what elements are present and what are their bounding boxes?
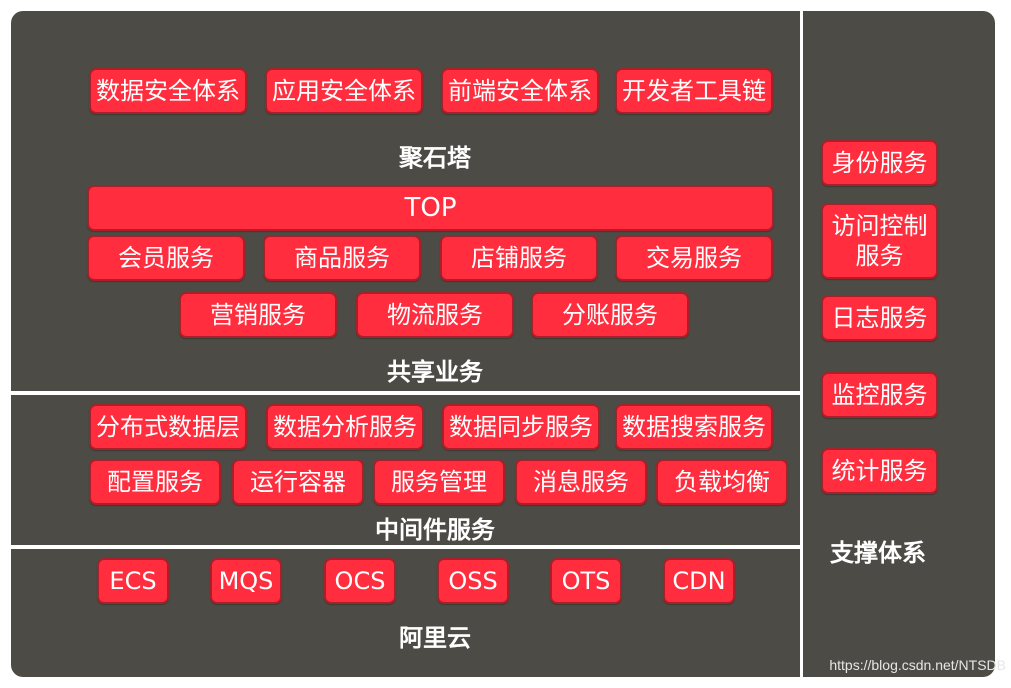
logistics-service-box: 物流服务	[356, 292, 514, 338]
member-service-box: 会员服务	[87, 235, 245, 281]
store-service-box: 店铺服务	[440, 235, 598, 281]
data-search-service-box: 数据搜索服务	[615, 404, 773, 450]
top-bar: TOP	[87, 185, 774, 231]
gemstone-tower-label: 聚石塔	[399, 144, 471, 172]
support-system-label: 支撑体系	[830, 539, 926, 567]
support-panel	[803, 11, 995, 677]
mqs-box: MQS	[210, 558, 282, 604]
access-control-service-box: 访问控制服务	[821, 203, 938, 279]
config-service-box: 配置服务	[89, 459, 221, 505]
middleware-label: 中间件服务	[375, 516, 495, 544]
watermark: https://blog.csdn.net/NTSDB	[829, 657, 1006, 673]
dev-toolchain-box: 开发者工具链	[615, 68, 773, 114]
split-account-service-box: 分账服务	[531, 292, 689, 338]
aliyun-label: 阿里云	[399, 624, 471, 652]
data-sync-service-box: 数据同步服务	[442, 404, 600, 450]
data-analysis-service-box: 数据分析服务	[266, 404, 424, 450]
shared-business-label: 共享业务	[387, 358, 483, 386]
product-service-box: 商品服务	[263, 235, 421, 281]
runtime-container-box: 运行容器	[232, 459, 364, 505]
stats-service-box: 统计服务	[821, 448, 938, 494]
identity-service-box: 身份服务	[821, 140, 938, 186]
frontend-security-box: 前端安全体系	[441, 68, 599, 114]
trade-service-box: 交易服务	[615, 235, 773, 281]
oss-box: OSS	[437, 558, 509, 604]
distributed-data-layer-box: 分布式数据层	[89, 404, 247, 450]
data-security-box: 数据安全体系	[89, 68, 247, 114]
ocs-box: OCS	[324, 558, 396, 604]
app-security-box: 应用安全体系	[265, 68, 423, 114]
marketing-service-box: 营销服务	[179, 292, 337, 338]
cdn-box: CDN	[663, 558, 735, 604]
ots-box: OTS	[550, 558, 622, 604]
log-service-box: 日志服务	[821, 295, 938, 341]
message-service-box: 消息服务	[515, 459, 647, 505]
ecs-box: ECS	[97, 558, 169, 604]
service-management-box: 服务管理	[373, 459, 505, 505]
monitor-service-box: 监控服务	[821, 372, 938, 418]
load-balancer-box: 负载均衡	[656, 459, 788, 505]
